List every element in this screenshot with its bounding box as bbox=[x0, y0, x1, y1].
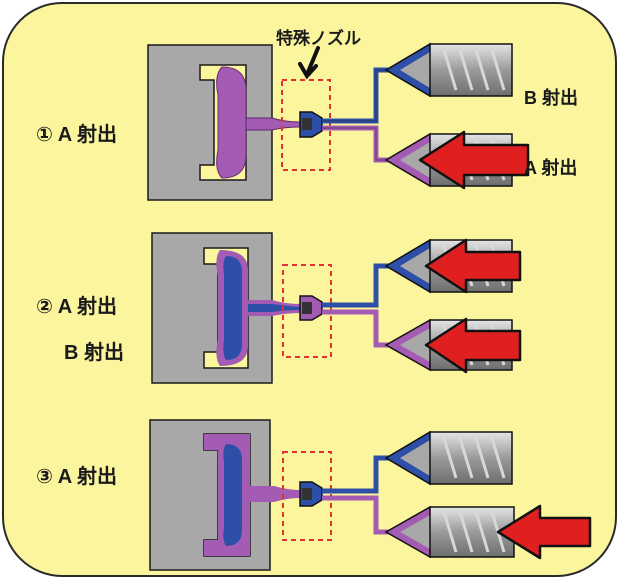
special-nozzle-outline bbox=[281, 79, 331, 171]
special-nozzle-label: 特殊ノズル bbox=[276, 29, 361, 48]
step1-mold bbox=[147, 44, 273, 201]
step3-label: ③ A 射出 bbox=[36, 466, 118, 488]
step2-arrow-b bbox=[424, 238, 522, 294]
step2-arrow-a bbox=[424, 317, 522, 374]
step1-unit-a bbox=[384, 132, 513, 188]
step3-runner bbox=[250, 486, 300, 502]
callout-arrow bbox=[298, 46, 320, 80]
unit-b-label: B 射出 bbox=[524, 88, 578, 108]
step2-label: ② A 射出 bbox=[36, 296, 118, 318]
step1-line-a bbox=[322, 125, 392, 163]
step3-line-b bbox=[322, 455, 392, 494]
step1-runner bbox=[245, 117, 301, 131]
step3-unit-b bbox=[384, 430, 513, 486]
unit-a-label: A 射出 bbox=[524, 158, 578, 178]
step3-arrow-a bbox=[496, 504, 592, 560]
step1-unit-b bbox=[384, 42, 513, 98]
step3-unit-a bbox=[384, 505, 515, 559]
step2-line-b bbox=[322, 263, 392, 308]
step3-line-a bbox=[322, 495, 392, 535]
step2-line-a bbox=[322, 309, 392, 348]
step1-nozzle bbox=[281, 79, 331, 171]
step1-line-b bbox=[322, 67, 392, 124]
step1-label: ① A 射出 bbox=[36, 124, 118, 146]
step2-sub-label: B 射出 bbox=[64, 342, 124, 364]
step1-arrow-a bbox=[418, 130, 530, 190]
